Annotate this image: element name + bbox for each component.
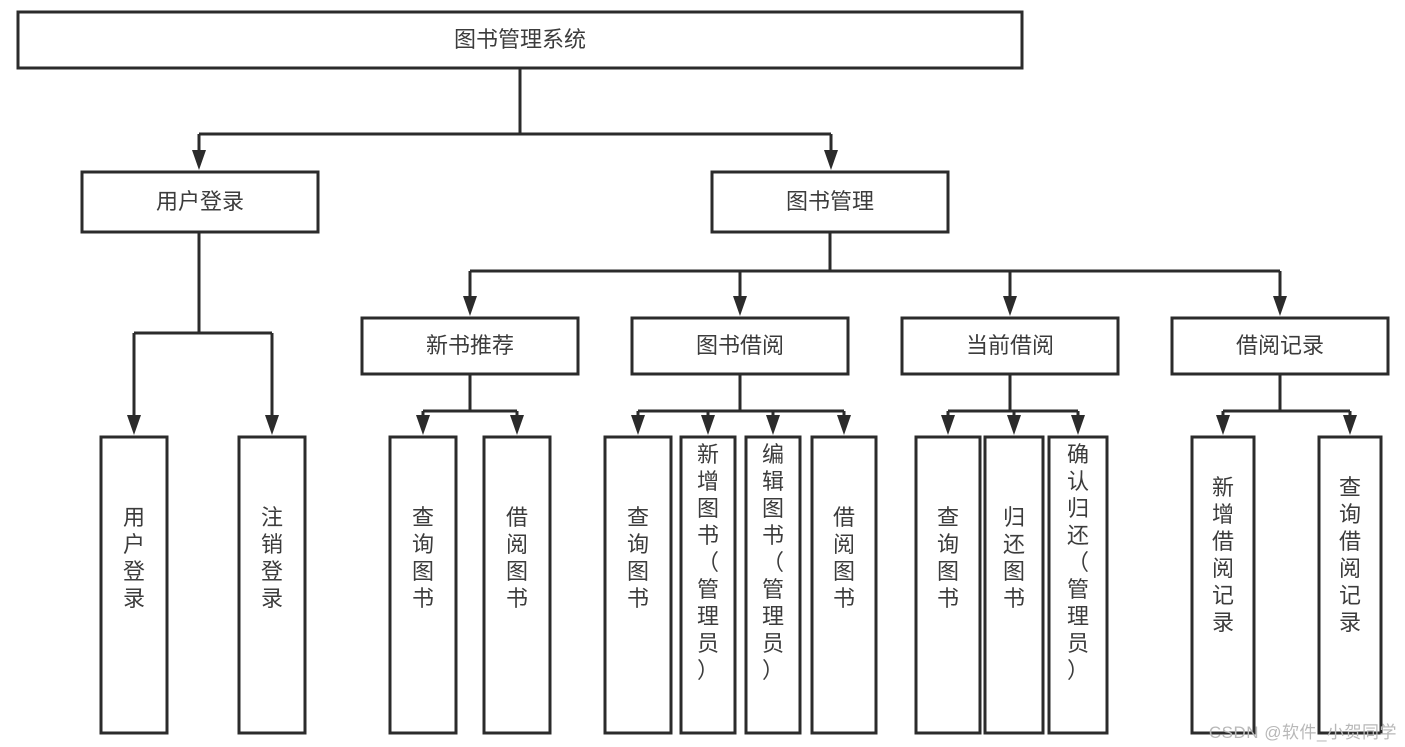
node-label-leaf-confirm-return: 确认归还（管理员）: [1067, 442, 1089, 683]
node-box-leaf-query-record: [1317, 435, 1383, 735]
node-leaf-borrow-book-2[interactable]: 借阅图书: [810, 435, 878, 735]
node-current-borrow[interactable]: 当前借阅: [900, 316, 1120, 376]
arrow-leaf-query-book-3: [941, 415, 955, 435]
node-box-book-borrow: [630, 316, 850, 376]
node-box-leaf-query-book-2: [603, 435, 673, 735]
node-leaf-borrow-book-1[interactable]: 借阅图书: [482, 435, 552, 735]
edges-layer: [132, 68, 1352, 429]
node-box-leaf-user-logout: [237, 435, 307, 735]
arrow-leaf-query-book-1: [416, 415, 430, 435]
node-leaf-edit-book[interactable]: 编辑图书（管理员）: [744, 435, 802, 735]
arrow-leaf-add-record: [1216, 415, 1230, 435]
node-label-leaf-add-record: 新增借阅记录: [1212, 475, 1234, 635]
arrow-leaf-user-logout: [265, 415, 279, 435]
arrowheads-layer: [127, 150, 1357, 435]
node-box-root: [16, 10, 1024, 70]
arrow-leaf-return-book: [1007, 415, 1021, 435]
node-box-leaf-user-login: [99, 435, 169, 735]
node-label-leaf-query-record: 查询借阅记录: [1339, 475, 1361, 635]
arrow-leaf-borrow-book-1: [510, 415, 524, 435]
node-label-new-book-recommend: 新书推荐: [426, 333, 514, 358]
arrow-leaf-user-login: [127, 415, 141, 435]
node-borrow-record[interactable]: 借阅记录: [1170, 316, 1390, 376]
node-label-leaf-edit-book: 编辑图书（管理员）: [762, 442, 784, 683]
node-box-borrow-record: [1170, 316, 1390, 376]
arrow-leaf-add-book: [701, 415, 715, 435]
node-label-leaf-return-book: 归还图书: [1003, 505, 1025, 611]
nodes-layer: 图书管理系统用户登录图书管理新书推荐图书借阅当前借阅借阅记录用户登录注销登录查询…: [16, 10, 1390, 735]
arrow-leaf-borrow-book-2: [837, 415, 851, 435]
node-label-root: 图书管理系统: [454, 27, 586, 52]
node-box-leaf-borrow-book-2: [810, 435, 878, 735]
node-label-leaf-borrow-book-1: 借阅图书: [506, 505, 528, 611]
node-leaf-user-logout[interactable]: 注销登录: [237, 435, 307, 735]
arrow-borrow-record: [1273, 296, 1287, 316]
node-label-leaf-add-book: 新增图书（管理员）: [697, 442, 719, 683]
node-box-leaf-edit-book: [744, 435, 802, 735]
node-label-leaf-user-logout: 注销登录: [261, 505, 283, 611]
arrow-leaf-confirm-return: [1071, 415, 1085, 435]
node-box-user-login: [80, 170, 320, 234]
node-user-login[interactable]: 用户登录: [80, 170, 320, 234]
node-box-leaf-add-record: [1190, 435, 1256, 735]
arrow-user-login: [192, 150, 206, 170]
arrow-leaf-query-book-2: [631, 415, 645, 435]
arrow-book-borrow: [733, 296, 747, 316]
node-label-leaf-query-book-1: 查询图书: [412, 505, 434, 611]
node-leaf-add-book[interactable]: 新增图书（管理员）: [679, 435, 737, 735]
arrow-book-manage: [824, 150, 838, 170]
edge-userlogin-bus: [132, 232, 274, 429]
node-label-borrow-record: 借阅记录: [1236, 333, 1324, 358]
node-box-leaf-borrow-book-1: [482, 435, 552, 735]
edge-root-bus: [197, 68, 833, 164]
node-label-leaf-user-login: 用户登录: [123, 505, 145, 611]
watermark-text: CSDN @软件_小贺同学: [1208, 723, 1397, 742]
node-box-leaf-query-book-3: [914, 435, 982, 735]
edge-borrowrecord-bus: [1221, 374, 1352, 429]
node-leaf-user-login[interactable]: 用户登录: [99, 435, 169, 735]
arrow-current-borrow: [1003, 296, 1017, 316]
arrow-new-book-recommend: [463, 296, 477, 316]
node-box-leaf-add-book: [679, 435, 737, 735]
edge-bookmanage-bus: [468, 232, 1282, 310]
node-root[interactable]: 图书管理系统: [16, 10, 1024, 70]
node-label-leaf-query-book-3: 查询图书: [937, 505, 959, 611]
node-new-book-recommend[interactable]: 新书推荐: [360, 316, 580, 376]
node-box-leaf-query-book-1: [388, 435, 458, 735]
node-label-user-login: 用户登录: [156, 189, 244, 214]
node-box-leaf-confirm-return: [1047, 435, 1109, 735]
node-book-manage[interactable]: 图书管理: [710, 170, 950, 234]
node-label-leaf-borrow-book-2: 借阅图书: [833, 505, 855, 611]
node-leaf-query-book-1[interactable]: 查询图书: [388, 435, 458, 735]
node-box-current-borrow: [900, 316, 1120, 376]
node-book-borrow[interactable]: 图书借阅: [630, 316, 850, 376]
node-leaf-query-record[interactable]: 查询借阅记录: [1317, 435, 1383, 735]
node-leaf-query-book-3[interactable]: 查询图书: [914, 435, 982, 735]
node-label-book-borrow: 图书借阅: [696, 333, 784, 358]
node-box-book-manage: [710, 170, 950, 234]
node-leaf-query-book-2[interactable]: 查询图书: [603, 435, 673, 735]
node-leaf-confirm-return[interactable]: 确认归还（管理员）: [1047, 435, 1109, 735]
edge-bookborrow-bus: [636, 374, 846, 429]
node-leaf-add-record[interactable]: 新增借阅记录: [1190, 435, 1256, 735]
arrow-leaf-query-record: [1343, 415, 1357, 435]
node-label-current-borrow: 当前借阅: [966, 333, 1054, 358]
arrow-leaf-edit-book: [766, 415, 780, 435]
node-label-leaf-query-book-2: 查询图书: [627, 505, 649, 611]
edge-newbook-bus: [421, 374, 519, 429]
node-leaf-return-book[interactable]: 归还图书: [983, 435, 1045, 735]
node-box-leaf-return-book: [983, 435, 1045, 735]
node-box-new-book-recommend: [360, 316, 580, 376]
node-label-book-manage: 图书管理: [786, 189, 874, 214]
